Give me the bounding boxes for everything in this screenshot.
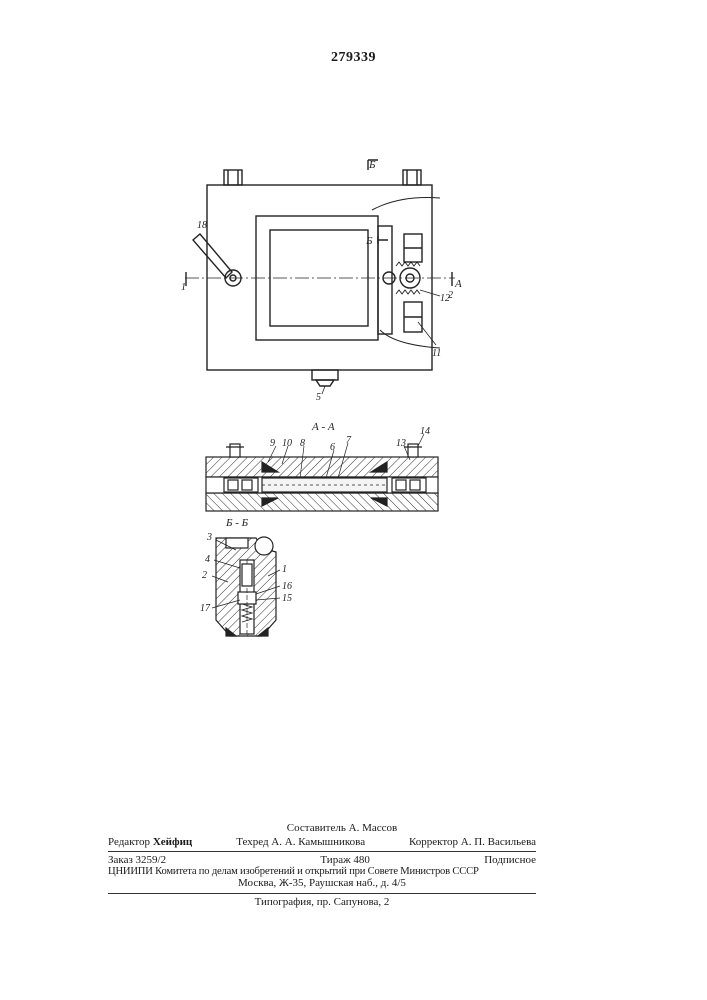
label-section-bb: Б - Б [225,517,249,529]
compiler-line: Составитель А. Массов [148,822,536,834]
label-section-aa: А - А [311,421,335,433]
label-4: 4 [205,554,210,565]
label-12: 12 [440,293,450,304]
label-5: 5 [316,392,321,403]
figure-section-aa [206,444,438,511]
label-section-b-inner: Б [365,235,373,247]
label-section-b-top: Б [368,159,376,171]
printing-line: Типография, пр. Сапунова, 2 [108,896,536,908]
editor: Редактор Хейфиц [108,836,192,848]
address-line: Москва, Ж-35, Раушская наб., д. 4/5 [108,877,536,889]
corrector: Корректор А. П. Васильева [409,836,536,848]
staff-line: Редактор Хейфиц Техред А. А. Камышникова… [108,836,536,848]
figure-top-view [185,160,455,394]
label-7: 7 [346,435,352,446]
label-14: 14 [420,426,430,437]
org-line: ЦНИИПИ Комитета по делам изобретений и о… [108,866,536,877]
label-6: 6 [330,442,335,453]
divider-bottom [108,893,536,894]
subscription: Подписное [484,854,536,866]
label-8: 8 [300,438,305,449]
label-18: 18 [197,220,207,231]
label-2: 2 [202,570,207,581]
label-3: 3 [206,532,212,543]
label-10: 10 [282,438,292,449]
label-section-a: А [454,278,462,290]
divider-top [108,851,536,852]
order-number: Заказ 3259/2 [108,854,166,866]
techred: Техред А. А. Камышникова [236,836,365,848]
label-section-1: 1 [181,282,186,293]
label-9: 9 [270,438,275,449]
label-16: 16 [282,581,292,592]
order-line: Заказ 3259/2 Тираж 480 Подписное [108,854,536,866]
label-15: 15 [282,593,292,604]
label-1: 1 [282,564,287,575]
label-17: 17 [200,603,211,614]
footer: Составитель А. Массов Редактор Хейфиц Те… [108,822,536,908]
label-11: 11 [432,348,441,359]
label-13: 13 [396,438,406,449]
circulation: Тираж 480 [320,854,370,866]
figure-section-bb [216,537,276,636]
